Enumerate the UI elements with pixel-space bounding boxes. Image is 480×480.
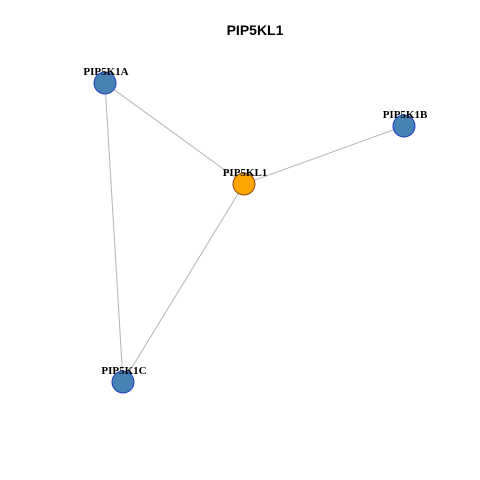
nodes-layer <box>93 71 416 394</box>
node-pip5k1a[interactable] <box>93 71 117 95</box>
edge-pip5kl1-pip5k1b <box>243 125 405 185</box>
edge-pip5k1a-pip5kl1 <box>104 82 245 185</box>
labels-layer: PIP5KL1 PIP5K1A PIP5K1B PIP5K1C <box>83 66 428 377</box>
node-pip5k1b[interactable] <box>392 114 416 138</box>
node-pip5kl1[interactable] <box>232 172 256 196</box>
node-pip5k1c[interactable] <box>111 370 135 394</box>
edges-layer <box>104 82 405 383</box>
edge-pip5kl1-pip5k1c <box>122 183 245 383</box>
node-label-pip5k1a: PIP5K1A <box>83 66 128 78</box>
node-label-pip5k1b: PIP5K1B <box>383 109 428 121</box>
edge-pip5k1a-pip5k1c <box>104 82 124 383</box>
node-label-pip5k1c: PIP5K1C <box>101 365 146 377</box>
diagram-title: PIP5KL1 <box>227 22 284 38</box>
node-label-pip5kl1: PIP5KL1 <box>223 167 268 179</box>
